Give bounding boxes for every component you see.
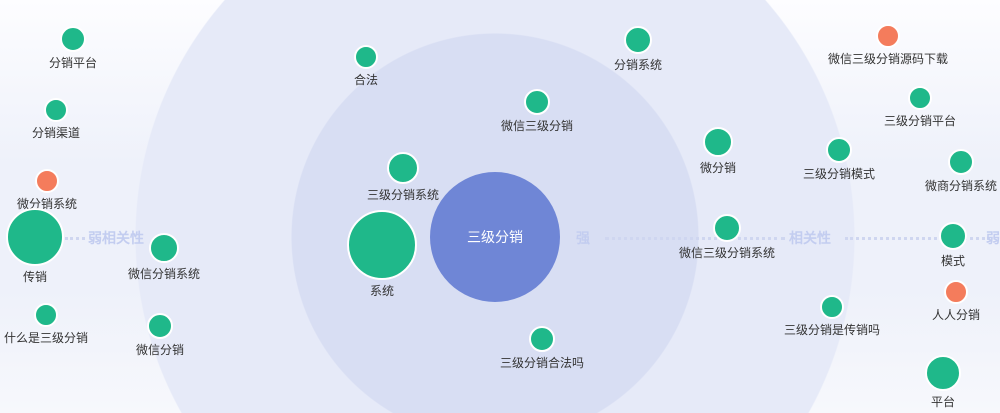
keyword-label: 微商分销系统 xyxy=(924,179,998,193)
keyword-node[interactable] xyxy=(826,137,852,163)
keyword-label: 三级分销模式 xyxy=(802,167,876,181)
keyword-label: 三级分销平台 xyxy=(883,114,957,128)
keyword-node[interactable] xyxy=(948,149,974,175)
center-keyword[interactable]: 三级分销 xyxy=(430,172,560,302)
keyword-node[interactable] xyxy=(703,127,733,157)
keyword-label: 三级分销合法吗 xyxy=(499,356,585,370)
keyword-label: 微信分销系统 xyxy=(127,267,201,281)
keyword-label: 微分销系统 xyxy=(16,197,78,211)
keyword-node[interactable] xyxy=(60,26,86,52)
keyword-label: 传销 xyxy=(22,270,48,284)
keyword-node[interactable] xyxy=(35,169,59,193)
keyword-label: 平台 xyxy=(930,395,956,409)
keyword-label: 微信三级分销源码下载 xyxy=(827,52,949,66)
keyword-label: 分销系统 xyxy=(613,58,663,72)
zone-label-weak-left: 弱相关性 xyxy=(88,231,144,247)
axis-dots xyxy=(845,237,990,240)
keyword-node[interactable] xyxy=(908,86,932,110)
zone-label-related: 相关性 xyxy=(789,231,831,247)
keyword-node[interactable] xyxy=(939,222,967,250)
keyword-node[interactable] xyxy=(713,214,741,242)
keyword-node[interactable] xyxy=(147,313,173,339)
center-keyword-label: 三级分销 xyxy=(467,230,523,246)
keyword-node[interactable] xyxy=(6,208,64,266)
keyword-label: 系统 xyxy=(369,284,395,298)
keyword-label: 分销渠道 xyxy=(31,126,81,140)
axis-dots xyxy=(605,237,785,240)
keyword-label: 分销平台 xyxy=(48,56,98,70)
keyword-label: 人人分销 xyxy=(931,308,981,322)
keyword-label: 微分销 xyxy=(699,161,737,175)
keyword-node[interactable] xyxy=(347,210,417,280)
keyword-node[interactable] xyxy=(44,98,68,122)
keyword-node[interactable] xyxy=(944,280,968,304)
keyword-node[interactable] xyxy=(387,152,419,184)
keyword-node[interactable] xyxy=(624,26,652,54)
keyword-label: 微信三级分销系统 xyxy=(678,246,776,260)
keyword-label: 微信三级分销 xyxy=(500,119,574,133)
keyword-label: 微信分销 xyxy=(135,343,185,357)
keyword-node[interactable] xyxy=(925,355,961,391)
keyword-node[interactable] xyxy=(529,326,555,352)
keyword-node[interactable] xyxy=(820,295,844,319)
axis-dots xyxy=(65,237,85,240)
zone-label-weak-right: 弱 xyxy=(986,231,1000,247)
keyword-node[interactable] xyxy=(149,233,179,263)
keyword-node[interactable] xyxy=(524,89,550,115)
keyword-label: 模式 xyxy=(940,254,966,268)
keyword-node[interactable] xyxy=(354,45,378,69)
keyword-label: 三级分销系统 xyxy=(366,188,440,202)
keyword-label: 什么是三级分销 xyxy=(3,331,89,345)
keyword-node[interactable] xyxy=(876,24,900,48)
keyword-node[interactable] xyxy=(34,303,58,327)
zone-label-strong: 强 xyxy=(576,231,590,247)
keyword-label: 三级分销是传销吗 xyxy=(783,323,881,337)
keyword-label: 合法 xyxy=(353,73,379,87)
